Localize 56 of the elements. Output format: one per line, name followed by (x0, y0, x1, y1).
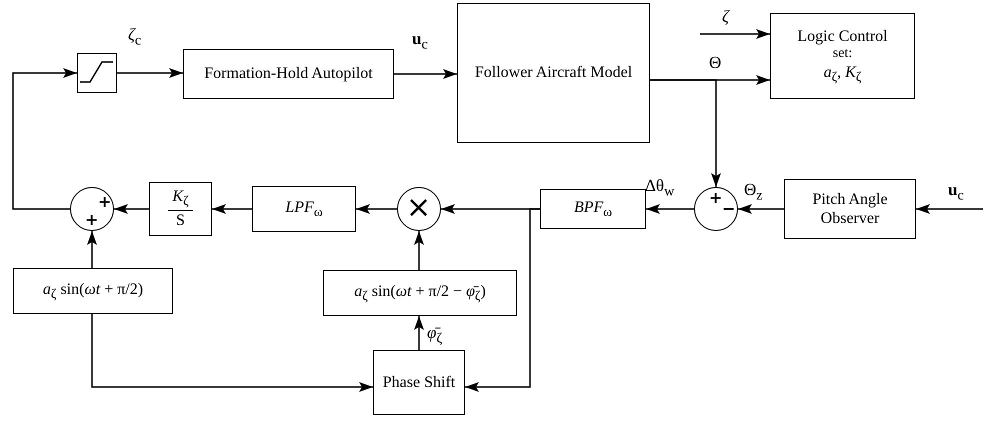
saturation-block (77, 53, 117, 93)
block-label: BPF$_{ω}$ (574, 198, 612, 220)
signal-arrow (114, 204, 149, 214)
signal-arrow (117, 68, 183, 78)
block-label: a$_{ζ}$ sin(ωt + π/2 − φ̄$_{ζ}$) (354, 282, 486, 304)
fraction-term: K$_{ζ}$ (168, 187, 193, 212)
sign-label: + (98, 194, 112, 210)
process-block (252, 186, 356, 232)
multiplier-junction (397, 187, 441, 231)
edge-label: Θ$_{z}$ (744, 181, 763, 203)
edge-label: φ̄$_{ζ}$ (427, 324, 442, 346)
block-label: Phase Shift (382, 372, 456, 392)
fraction-term: S (176, 211, 185, 231)
signal-arrow (414, 316, 424, 350)
process-block (323, 270, 517, 316)
signal-arrow (212, 204, 252, 214)
sign-label: + (709, 190, 722, 206)
edge-label: Δθ$_{w}$ (645, 177, 674, 199)
signal-arrow (356, 204, 397, 214)
block-label: LPF$_{ω}$ (285, 198, 323, 220)
signal-arrow (414, 231, 424, 270)
block-label: Logic Control (797, 26, 888, 46)
block-label: a$_{ζ}$, K$_{ζ}$ (824, 62, 862, 86)
multiply-sign: × (406, 193, 432, 223)
process-block (13, 268, 173, 314)
signal-arrow (91, 314, 373, 392)
process-block (784, 179, 916, 239)
signal-arrow (650, 79, 721, 187)
signal-arrow (87, 231, 97, 268)
signal-arrow (646, 204, 694, 214)
block-label: Pitch Angle Observer (811, 190, 889, 228)
signal-arrow (738, 204, 784, 214)
edge-label: ζ (722, 8, 729, 25)
process-block (149, 182, 212, 236)
block-label: a$_{ζ}$ sin(ωt + π/2) (42, 280, 144, 302)
process-block (540, 189, 646, 229)
block-label: Follower Aircraft Model (474, 63, 632, 83)
edge-label: ζ$_{c}$ (128, 26, 142, 48)
sign-label: − (722, 201, 736, 217)
process-block (183, 49, 394, 99)
process-block (373, 350, 465, 415)
summing-junction (70, 187, 114, 231)
process-block (457, 3, 650, 143)
signal-arrow (700, 29, 770, 39)
edge-label: Θ (709, 54, 722, 71)
signal-arrow (916, 204, 983, 214)
signal-arrow (12, 68, 77, 210)
signal-arrow (394, 69, 457, 79)
summing-junction (694, 187, 738, 231)
block-label: Formation-Hold Autopilot (204, 64, 373, 84)
process-block (770, 13, 915, 99)
block-label: set: (832, 46, 852, 63)
edge-label: u$_{c}$ (948, 181, 964, 203)
sign-label: + (85, 212, 98, 228)
edge-label: u$_{c}$ (412, 30, 428, 52)
signal-arrow (465, 208, 540, 392)
